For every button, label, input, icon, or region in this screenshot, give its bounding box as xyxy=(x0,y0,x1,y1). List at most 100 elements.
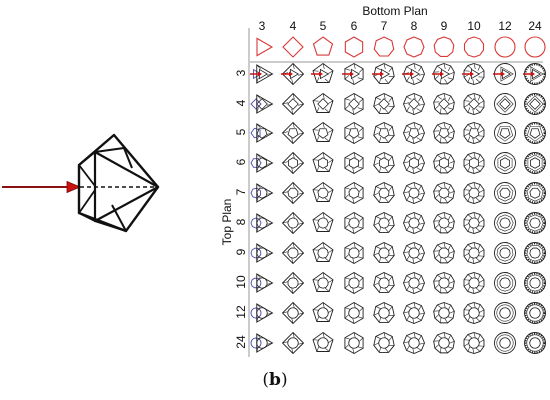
crystal-facet xyxy=(413,182,416,188)
crystal-ring xyxy=(524,332,546,354)
crystal-facet xyxy=(373,342,379,346)
crystal-facet xyxy=(412,138,415,144)
crystal-cell xyxy=(281,151,305,175)
crystal-facet xyxy=(472,168,475,174)
crystal-table xyxy=(378,277,390,289)
crystal-facet xyxy=(403,191,409,194)
crystal-facet xyxy=(344,337,351,340)
crystal-cell xyxy=(494,93,516,115)
crystal-facet xyxy=(472,138,475,144)
crystal-facet xyxy=(344,314,350,319)
bottom-plan-shape-12 xyxy=(494,36,516,58)
crystal-outline xyxy=(494,272,516,294)
crystal-cell xyxy=(494,272,516,294)
crystal-table xyxy=(257,157,267,169)
crystal-facet xyxy=(379,346,381,353)
crystal-ring xyxy=(524,122,546,144)
crystal-facet xyxy=(344,127,351,130)
crystal-facet xyxy=(467,256,471,262)
crystal-outline xyxy=(463,122,485,144)
bottom-plan-label: 12 xyxy=(498,19,512,33)
crystal-facet xyxy=(291,228,294,234)
top-plan-label: 5 xyxy=(234,128,248,135)
crystal-facet xyxy=(291,348,294,354)
crystal-facet xyxy=(256,273,261,279)
crystal-facet xyxy=(352,109,355,115)
crystal-cell xyxy=(463,332,485,354)
crystal-facet xyxy=(444,288,448,294)
crystal-facet xyxy=(352,228,355,234)
crystal-facet xyxy=(383,212,386,218)
crystal-table xyxy=(468,128,480,139)
crystal-facet xyxy=(403,251,409,254)
crystal-facet xyxy=(282,131,288,134)
crystal-facet xyxy=(256,226,259,233)
crystal-table xyxy=(468,277,480,289)
crystal-table xyxy=(529,337,541,349)
crystal-facet xyxy=(406,335,412,339)
crystal-facet xyxy=(473,182,476,188)
crystal-facet xyxy=(357,166,364,169)
crystal-facet xyxy=(267,342,273,345)
crystal-facet xyxy=(256,153,261,159)
crystal-cell xyxy=(433,122,455,144)
crystal-outline xyxy=(344,92,364,116)
crystal-facet xyxy=(419,222,425,225)
crystal-cell xyxy=(524,302,546,324)
crystal-facet xyxy=(406,76,410,82)
crystal-facet xyxy=(473,122,476,128)
crystal-facet xyxy=(416,317,422,321)
crystal-table xyxy=(468,307,480,319)
crystal-facet xyxy=(463,133,469,137)
crystal-facet xyxy=(357,286,364,289)
crystal-facet xyxy=(467,107,471,113)
top-plan-label: 3 xyxy=(234,69,248,76)
top-plan-label: 24 xyxy=(234,335,248,349)
crystal-facet xyxy=(256,107,259,114)
crystal-cell xyxy=(463,212,485,234)
crystal-facet xyxy=(384,167,389,173)
crystal-cell xyxy=(463,242,485,264)
crystal-facet xyxy=(357,77,364,80)
crystal-table xyxy=(439,157,449,169)
crystal-facet xyxy=(383,302,386,308)
crystal-facet xyxy=(447,226,454,229)
crystal-facet xyxy=(375,216,381,220)
crystal-facet xyxy=(316,256,320,262)
crystal-facet xyxy=(440,347,442,353)
ray-arrowhead xyxy=(258,71,262,77)
crystal-table xyxy=(529,277,541,289)
crystal-cell xyxy=(403,182,425,204)
crystal-facet xyxy=(388,67,393,73)
crystal-facet xyxy=(298,312,304,315)
ray-arrowhead xyxy=(501,71,505,77)
crystal-facet xyxy=(467,316,471,322)
crystal-facet xyxy=(379,316,381,323)
crystal-facet xyxy=(463,313,469,317)
crystal-facet xyxy=(344,105,350,110)
crystal-facet xyxy=(267,103,273,106)
top-plan-shape-7 xyxy=(250,187,261,199)
crystal-facet xyxy=(444,318,448,324)
crystal-facet xyxy=(413,272,416,278)
bottom-plan-title: Bottom Plan xyxy=(362,4,427,18)
crystal-facet xyxy=(477,124,481,130)
crystal-facet xyxy=(256,256,259,263)
crystal-cell xyxy=(402,63,425,85)
crystal-facet xyxy=(475,78,481,83)
crystal-facet xyxy=(384,197,389,203)
crystal-facet xyxy=(440,78,442,84)
crystal-table xyxy=(317,98,329,110)
crystal-facet xyxy=(282,191,288,194)
crystal-facet xyxy=(416,227,422,231)
crystal-table xyxy=(348,128,360,139)
crystal-facet xyxy=(328,189,334,193)
crystal-cell xyxy=(281,121,305,145)
crystal-cell xyxy=(433,182,455,204)
crystal-facet xyxy=(322,182,325,188)
crystal-table xyxy=(349,157,359,169)
crystal-cell xyxy=(403,93,425,115)
crystal-facet xyxy=(412,288,415,294)
crystal-facet xyxy=(322,122,325,128)
crystal-cell xyxy=(312,151,334,172)
